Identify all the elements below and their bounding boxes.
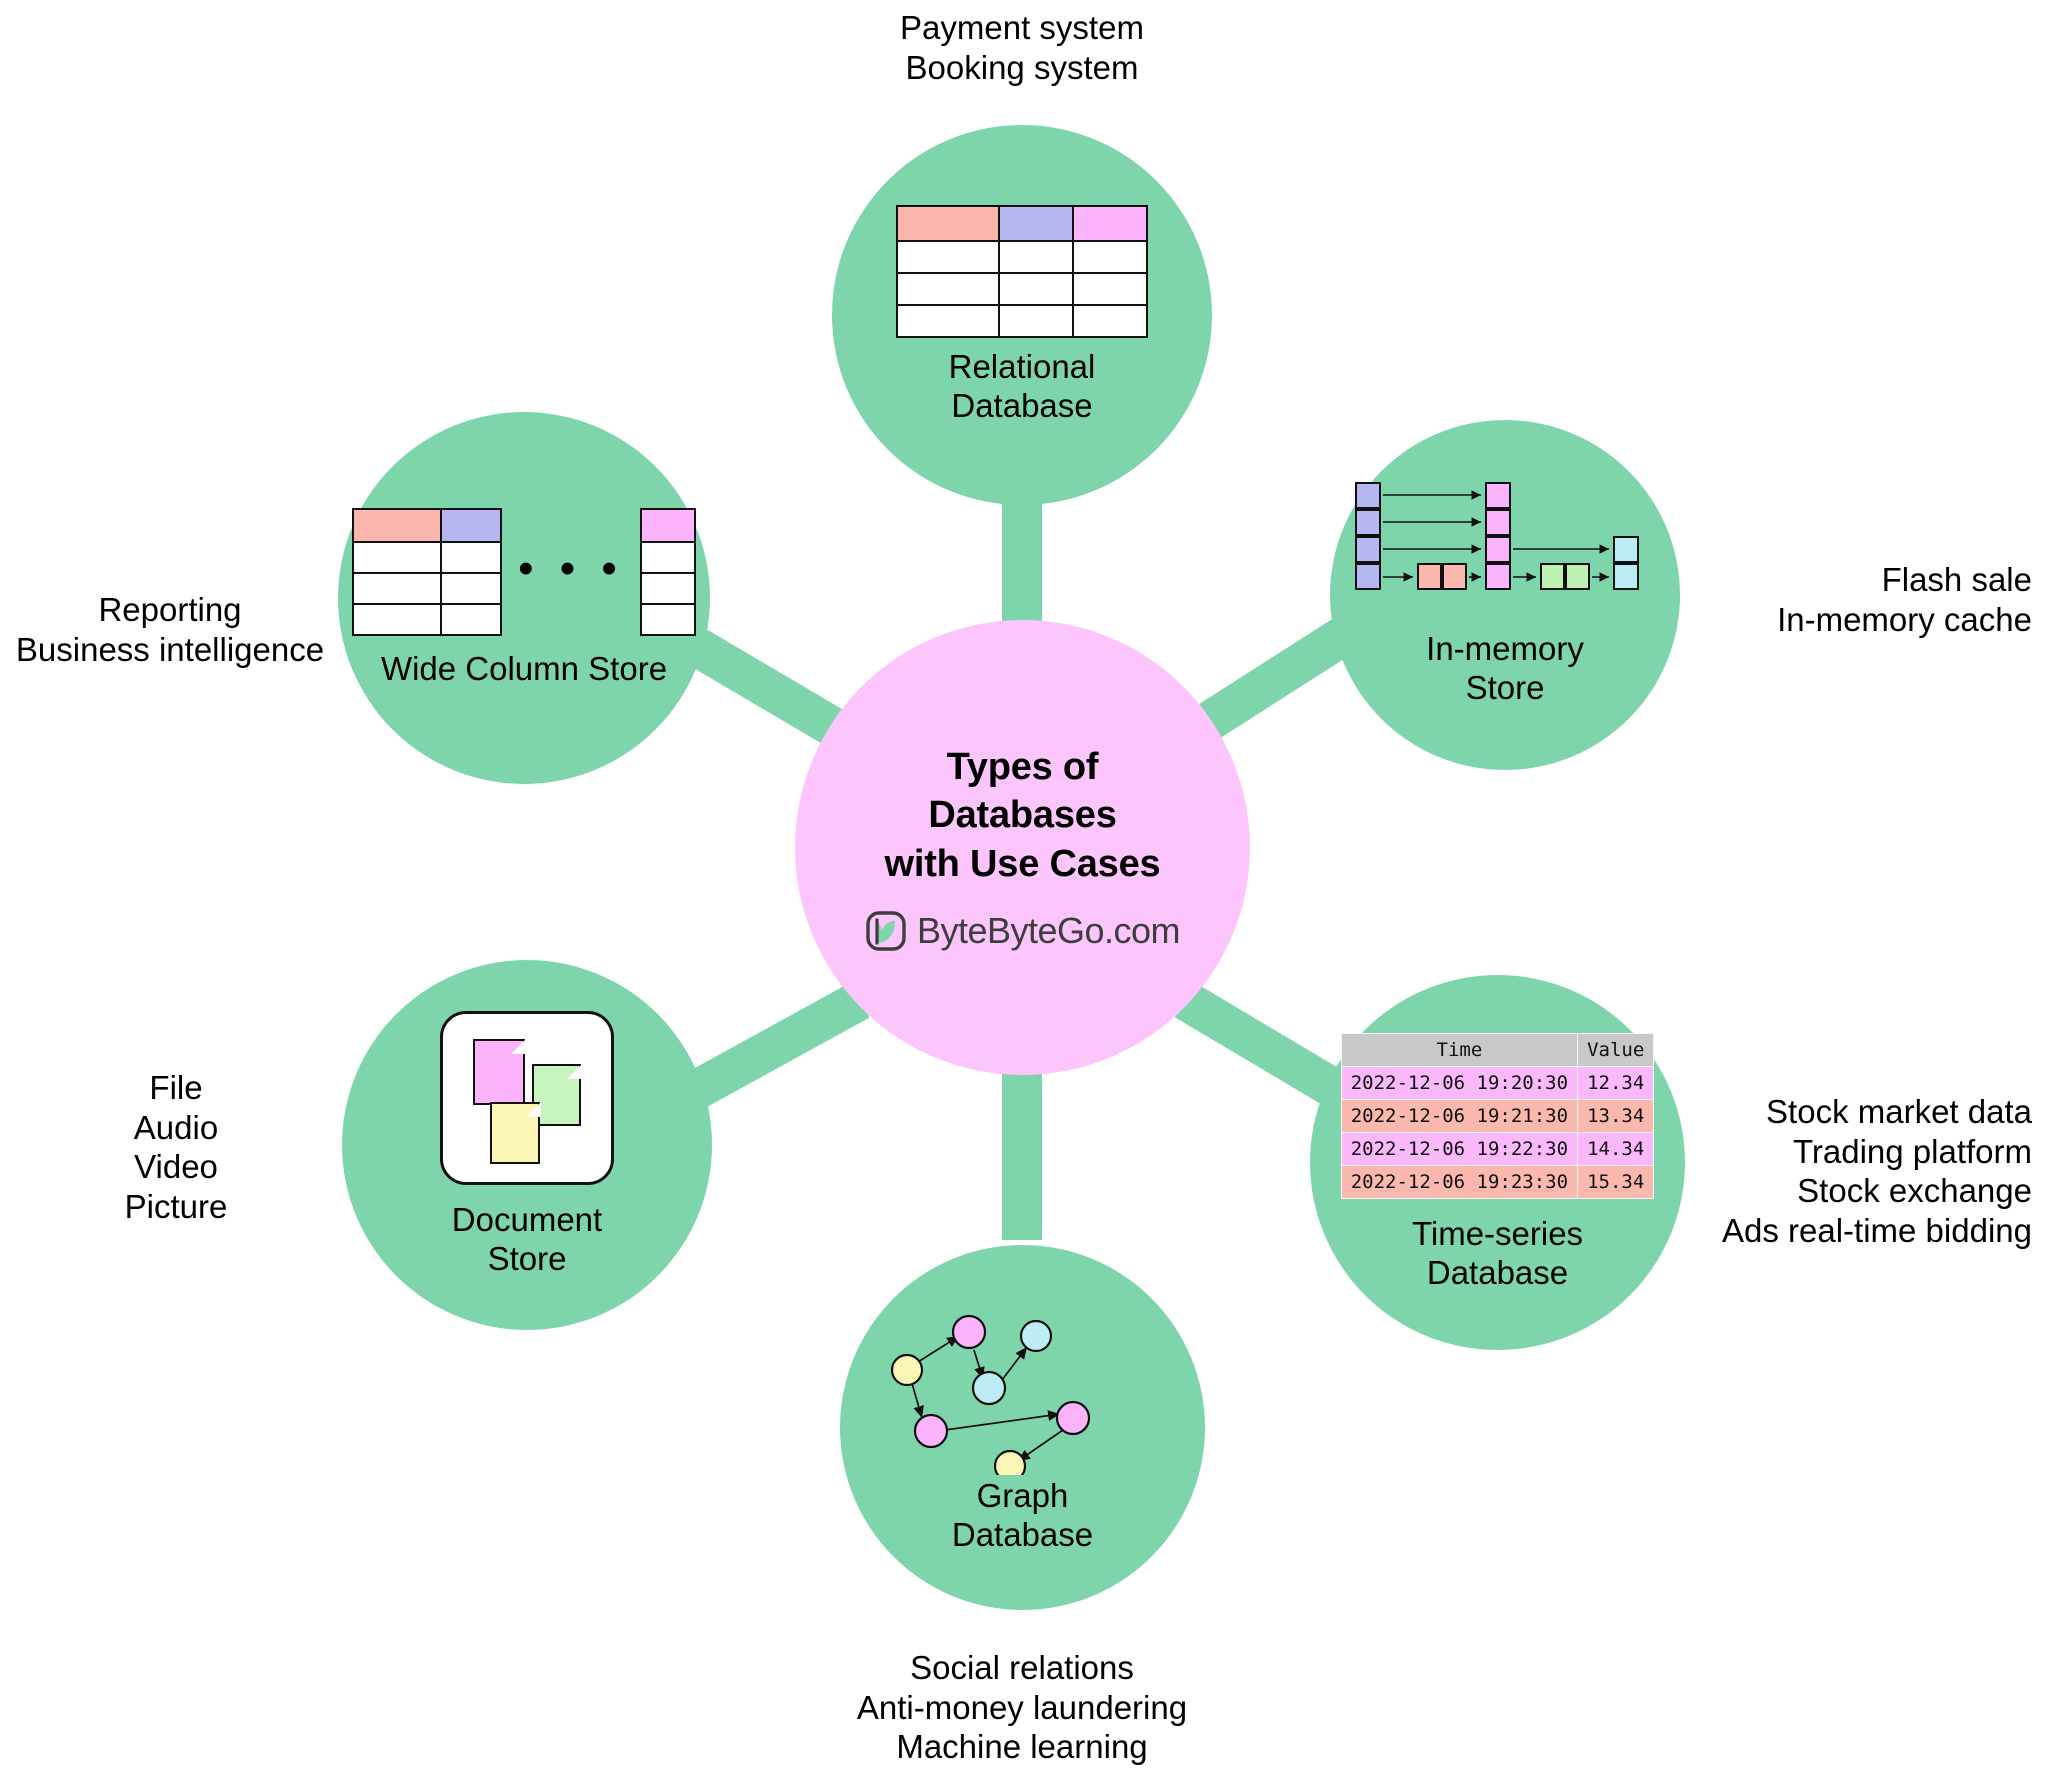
node-relational-database: Relational Database [832,125,1212,505]
graph-node-pink-2 [913,1413,948,1449]
node-document-store: Document Store [342,960,712,1330]
node-in-memory-store: In-memory Store [1330,420,1680,770]
graph-node-pink-1 [951,1314,986,1350]
logo-text: ByteByteGo.com [916,909,1181,951]
document-files-icon [440,1011,614,1186]
in-memory-hashtable-icon [1355,482,1655,602]
document-icon-yellow [490,1101,541,1165]
graph-node-cyan-2 [971,1370,1006,1406]
ts-header-time: Time [1340,1032,1579,1067]
caption-wide-column: Reporting Business intelligence [15,591,325,668]
center-title: Types of Databases with Use Cases [884,746,1161,885]
node-label-document: Document Store [451,1201,603,1277]
node-graph-database: Graph Database [840,1245,1205,1610]
bytebytego-logo: ByteByteGo.com [865,909,1181,952]
ts-cell-time: 2022-12-06 19:22:30 [1340,1131,1579,1166]
in-memory-arrows [1383,490,1609,582]
graph-node-yellow-1 [890,1353,923,1387]
ts-header-row: Time Value [1340,1032,1655,1067]
caption-document: File Audio Video Picture [124,1069,228,1225]
node-wide-column-store: • • • Wide Column Store [338,412,710,784]
bytebytego-leaf-icon [866,911,906,951]
table-row: 2022-12-06 19:21:30 13.34 [1340,1098,1655,1133]
table-row: 2022-12-06 19:22:30 14.34 [1340,1131,1655,1166]
caption-graph: Social relations Anti-money laundering M… [856,1649,1188,1766]
ts-cell-value: 15.34 [1577,1164,1655,1199]
graph-node-pink-3 [1055,1400,1090,1436]
document-icon-pink [473,1038,526,1106]
ts-cell-time: 2022-12-06 19:20:30 [1340,1065,1579,1100]
node-label-relational: Relational Database [948,347,1096,424]
wide-column-left-table [352,507,503,636]
graph-node-yellow-2 [993,1449,1026,1483]
graph-svg [890,1314,1090,1483]
node-time-series-database: Time Value 2022-12-06 19:20:30 12.34 202… [1310,975,1685,1350]
graph-node-cyan-1 [1019,1319,1052,1353]
node-label-in-memory: In-memory Store [1426,630,1584,706]
ellipsis-icon: • • • [518,543,624,593]
table-row: 2022-12-06 19:20:30 12.34 [1340,1065,1655,1100]
node-label-wide-column: Wide Column Store [380,649,668,687]
ts-cell-time: 2022-12-06 19:21:30 [1340,1098,1579,1133]
graph-nodes-icon [873,1300,1173,1483]
ts-cell-value: 13.34 [1577,1098,1655,1133]
caption-in-memory: Flash sale In-memory cache [1777,561,2032,638]
ts-header-value: Value [1577,1032,1655,1067]
time-series-table-icon: Time Value 2022-12-06 19:20:30 12.34 202… [1340,1032,1655,1199]
node-label-graph: Graph Database [951,1477,1094,1553]
center-node: Types of Databases with Use Cases ByteBy… [795,620,1250,1075]
caption-relational: Payment system Booking system [900,9,1144,86]
ts-cell-time: 2022-12-06 19:23:30 [1340,1164,1579,1199]
wide-column-right-table [639,507,696,636]
table-row: 2022-12-06 19:23:30 15.34 [1340,1164,1655,1199]
wide-column-table-icon: • • • [352,507,696,636]
relational-table-icon [896,204,1148,338]
caption-time-series: Stock market data Trading platform Stock… [1722,1093,2032,1249]
node-label-time-series: Time-series Database [1411,1214,1584,1291]
